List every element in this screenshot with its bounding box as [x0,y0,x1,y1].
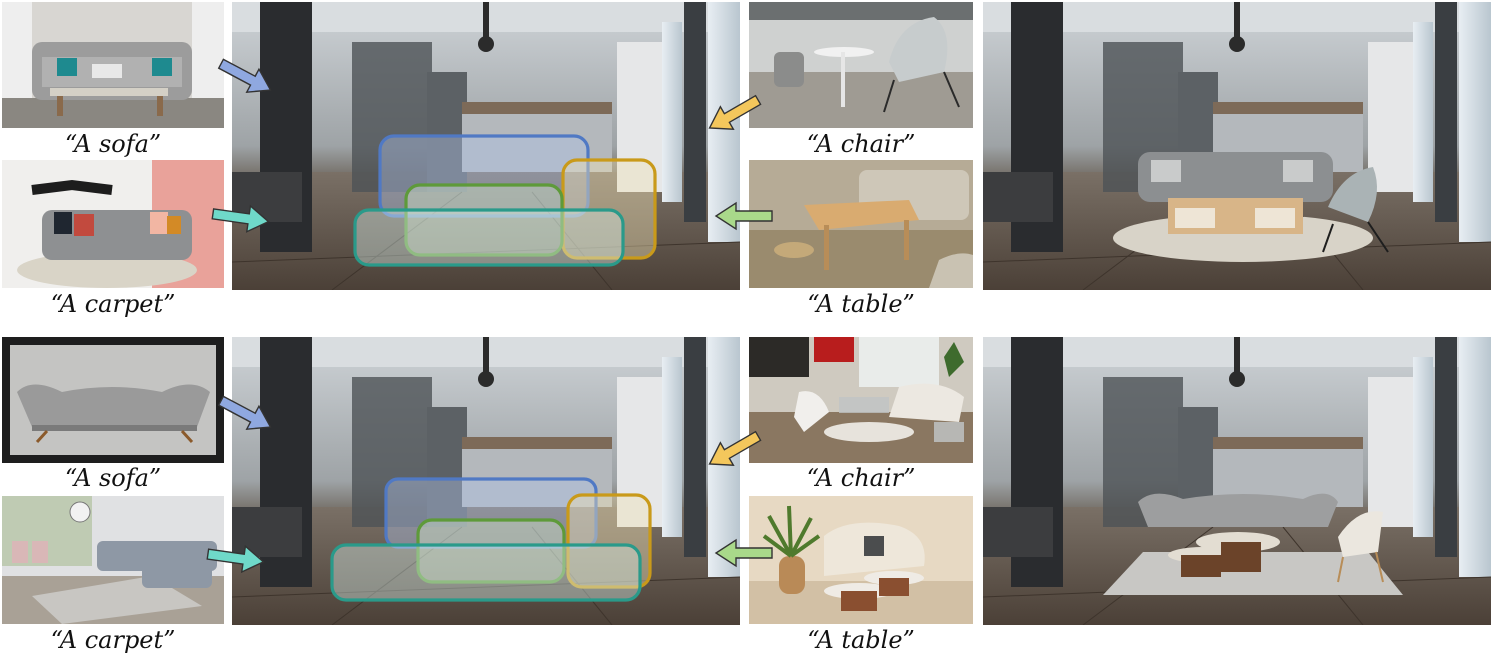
row2-chair-reference-image [749,337,973,463]
row2-chair-box [566,493,652,589]
row1-carpet-reference-image [2,160,224,288]
row2-generated-scene [983,337,1491,625]
row2-table-box [416,518,566,584]
row2-layout-scene [232,337,740,625]
row1-table-caption: “A table” [807,290,915,318]
row1-chair-caption: “A chair” [806,130,916,158]
row1-carpet-caption: “A carpet” [50,290,176,318]
row1-sofa-box [378,134,590,218]
row1-table-box [404,183,564,257]
row1-table-reference-image [749,160,973,288]
row2-sofa-reference-image [2,337,224,463]
row1-generated-scene [983,2,1491,290]
row2-sofa-caption: “A sofa” [64,464,162,492]
row1-chair-reference-image [749,2,973,128]
row2-carpet-caption: “A carpet” [50,626,176,654]
row2-chair-caption: “A chair” [806,464,916,492]
row2-table-reference-image [749,496,973,624]
row2-carpet-box [330,543,642,602]
row2-table-caption: “A table” [807,626,915,654]
row1-sofa-reference-image [2,2,224,128]
row2-carpet-reference-image [2,496,224,624]
row1-carpet-box [353,208,625,267]
row2-sofa-box [384,477,598,549]
row1-layout-scene [232,2,740,290]
row1-sofa-caption: “A sofa” [64,130,162,158]
